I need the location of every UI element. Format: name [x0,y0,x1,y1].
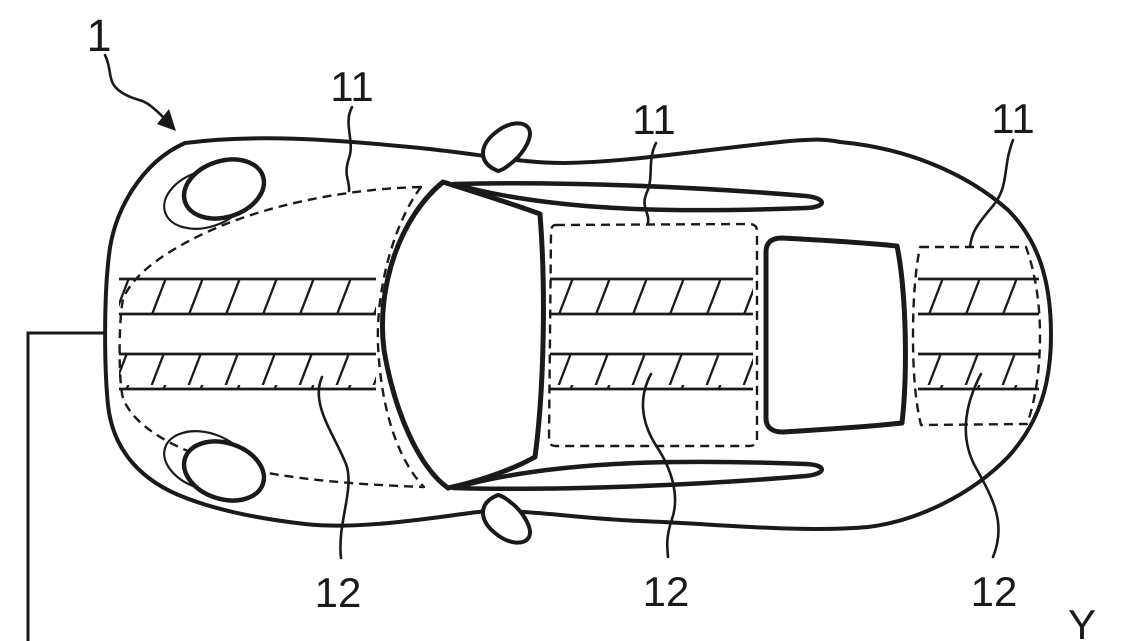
leader-film-region-middle [643,141,658,225]
side-mirror-left [481,121,532,173]
roof-film-region-dashed [547,222,759,448]
side-window-left [451,180,824,213]
leader-vehicle-1 [103,53,165,119]
leader-stripe-front [317,375,350,560]
headlight-front-right [163,430,267,503]
leader-lines [103,53,1015,560]
stripe-lower-front-hatch [119,354,376,389]
side-mirror-right [481,493,532,545]
hood-film-region-dashed [118,185,426,489]
stripe-upper-front-hatch [119,279,376,314]
side-window-right [451,459,824,492]
reference-numerals: 1 11 11 11 12 12 12 Y [86,10,1096,641]
label-axis-y: Y [1068,601,1096,641]
stripe-upper-middle-hatch [550,279,753,314]
body-reference-line [26,331,106,641]
headlight-lens [181,157,267,221]
leader-stripe-middle [641,372,677,559]
stripe-upper-rear-hatch [918,279,1039,314]
leader-arrowhead [157,109,176,131]
stripe-segment-middle [550,277,753,391]
label-film-region-front: 11 [330,63,374,110]
stripe-lower-rear-hatch [918,354,1039,389]
stripe-segment-rear [918,277,1039,391]
label-vehicle: 1 [86,10,111,61]
headlight-front-left [163,157,267,230]
label-stripe-front: 12 [315,569,362,616]
rear-film-region-dashed [911,245,1042,427]
headlight-lens [181,439,267,503]
windshield [379,179,546,491]
label-stripe-rear: 12 [971,568,1018,615]
label-film-region-middle: 11 [632,96,676,143]
leader-film-region-rear [968,138,1015,248]
label-stripe-middle: 12 [643,568,690,615]
leader-film-region-front [345,105,354,193]
stripe-segment-front [119,277,376,391]
label-film-region-rear: 11 [991,95,1035,142]
rear-window [763,235,908,435]
leader-stripe-rear [964,372,1000,559]
stripe-lower-middle-hatch [550,354,753,389]
